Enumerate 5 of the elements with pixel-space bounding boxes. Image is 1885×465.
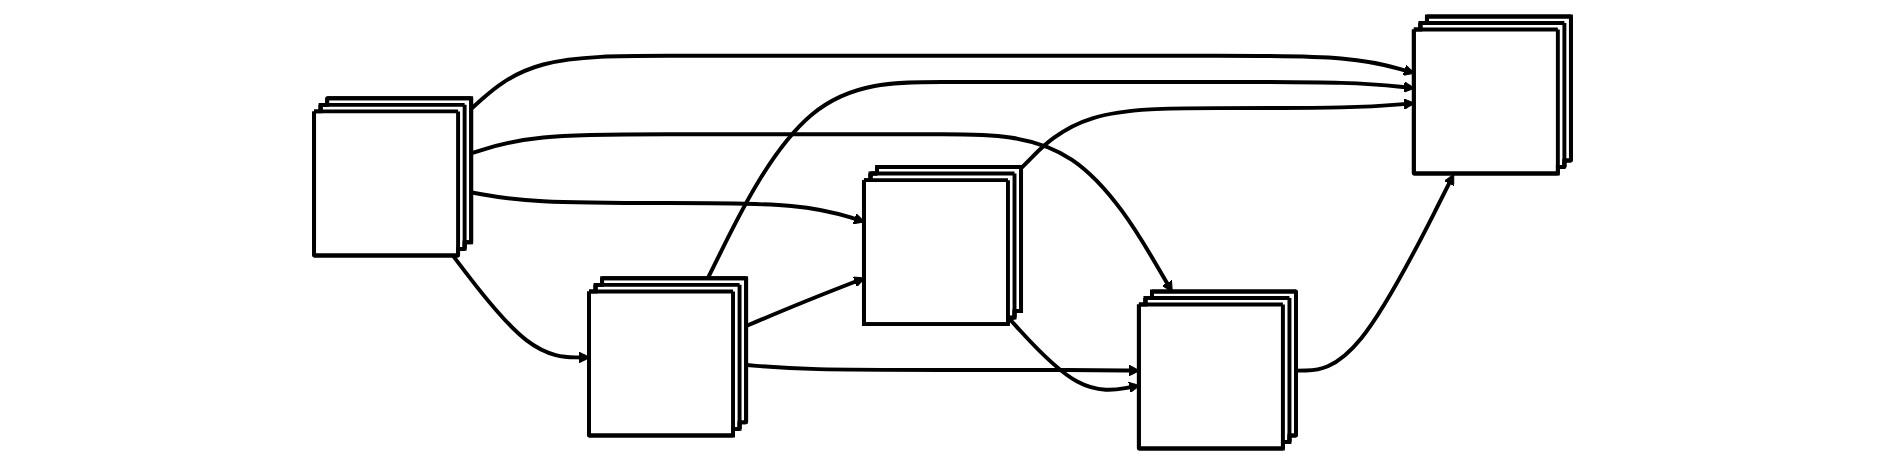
feature-map-stack [862,165,1023,327]
feature-map-stack [312,96,474,258]
feature-map-stack [1411,14,1573,176]
feature-map-stack [1136,289,1298,451]
feature-map-stack [587,276,749,438]
